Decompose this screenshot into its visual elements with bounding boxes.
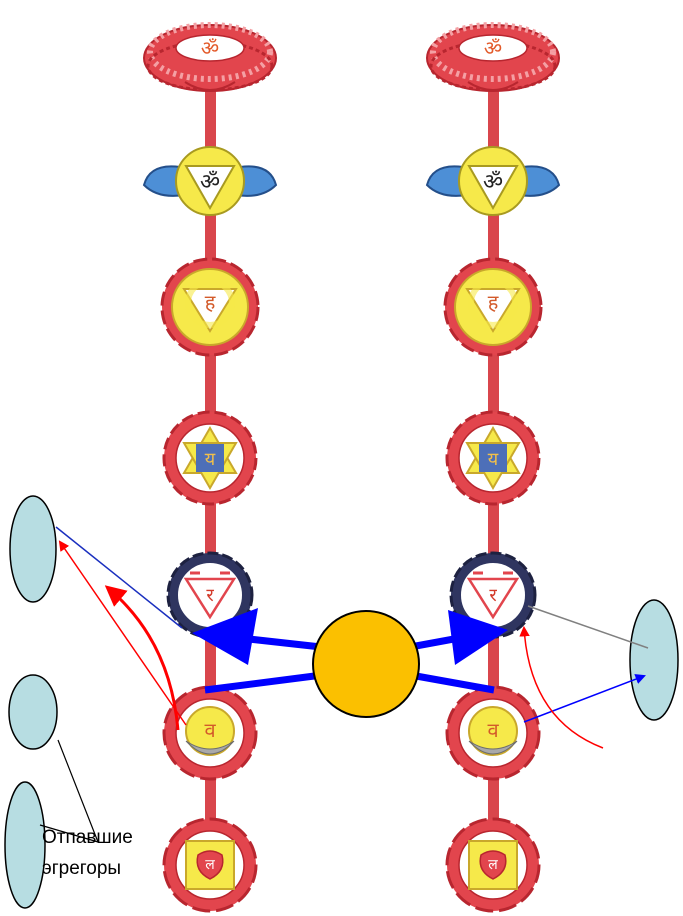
egregor-ellipse-mid-left: [8, 674, 58, 750]
grey-line-right: [527, 605, 649, 649]
left-chakra-column: [143, 25, 277, 913]
left-heart-chakra-icon: [162, 410, 258, 506]
egregor-ellipse-bottom-left: [4, 781, 46, 909]
red-arrow-right-curved: [519, 625, 604, 749]
right-heart-chakra-icon: [445, 410, 541, 506]
blue-line-lower-left: [204, 670, 331, 694]
label-pointer-line-upper: [57, 739, 99, 843]
left-crown-lotus-icon: [144, 25, 276, 91]
egregor-label-line2: эгрегоры: [42, 858, 121, 879]
red-arrow-left-curved: [104, 585, 180, 731]
right-third-eye-icon: [426, 146, 560, 216]
left-sacral-chakra-icon: [162, 685, 258, 781]
left-third-eye-icon: [143, 146, 277, 216]
blue-line-lower-right: [404, 670, 495, 694]
left-root-chakra-icon: [162, 817, 258, 913]
right-throat-chakra-icon: [445, 259, 541, 355]
red-arrow-left-thin: [58, 540, 187, 726]
thin-blue-line-left: [55, 526, 183, 629]
right-chakra-column: [426, 25, 560, 913]
right-crown-lotus-icon: [427, 25, 559, 91]
right-sacral-chakra-icon: [445, 685, 541, 781]
egregor-ellipse-right: [629, 599, 679, 721]
label-pointer-line-lower: [39, 824, 99, 843]
blue-arrow-right-thin: [523, 674, 646, 723]
center-circle: [312, 610, 420, 718]
egregor-label-line1: Отпавшие: [42, 827, 133, 848]
right-root-chakra-icon: [445, 817, 541, 913]
egregor-ellipse-top-left: [9, 495, 57, 603]
left-throat-chakra-icon: [162, 259, 258, 355]
